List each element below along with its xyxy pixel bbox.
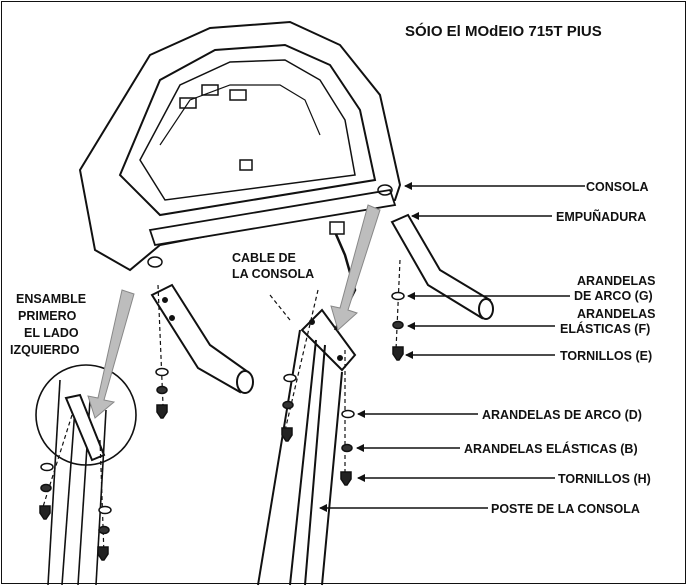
cable-connector [329, 221, 345, 235]
label-tornillos-e: TORNILLOS (E) [560, 349, 652, 363]
label-ensamble-3: EL LADO [24, 326, 79, 340]
magnified-detail [35, 364, 137, 586]
label-cable-1: CABLE DE [232, 251, 296, 265]
label-ensamble-1: ENSAMBLE [16, 292, 86, 306]
label-arandelas-arco-d: ARANDELAS DE ARCO (D) [482, 408, 642, 422]
label-ensamble-2: PRIMERO [18, 309, 77, 323]
label-ensamble-4: IZQUIERDO [10, 343, 80, 357]
hardware-parts [39, 291, 405, 561]
label-arandelas-arco-g-2: DE ARCO (G) [574, 289, 653, 303]
label-arandelas-elasticas-f-1: ARANDELAS [577, 307, 655, 321]
leader-arrows [319, 182, 585, 512]
diagram-title: SÓIO El MOdEIO 715T PIUS [405, 22, 602, 40]
gray-direction-arrows [87, 204, 381, 419]
label-arandelas-arco-g-1: ARANDELAS [577, 274, 655, 288]
label-tornillos-h: TORNILLOS (H) [558, 472, 651, 486]
label-arandelas-elasticas-b: ARANDELAS ELÁSTICAS (B) [464, 441, 638, 456]
label-consola: CONSOLA [586, 180, 649, 194]
label-poste-consola: POSTE DE LA CONSOLA [491, 502, 640, 516]
right-handle-illustration [390, 213, 494, 320]
console-illustration [78, 20, 402, 272]
console-post-illustration [257, 308, 357, 586]
label-arandelas-elasticas-f-2: ELÁSTICAS (F) [560, 321, 650, 336]
label-empunadura: EMPUÑADURA [556, 209, 646, 224]
left-handle-illustration [150, 283, 254, 394]
label-cable-2: LA CONSOLA [232, 267, 314, 281]
